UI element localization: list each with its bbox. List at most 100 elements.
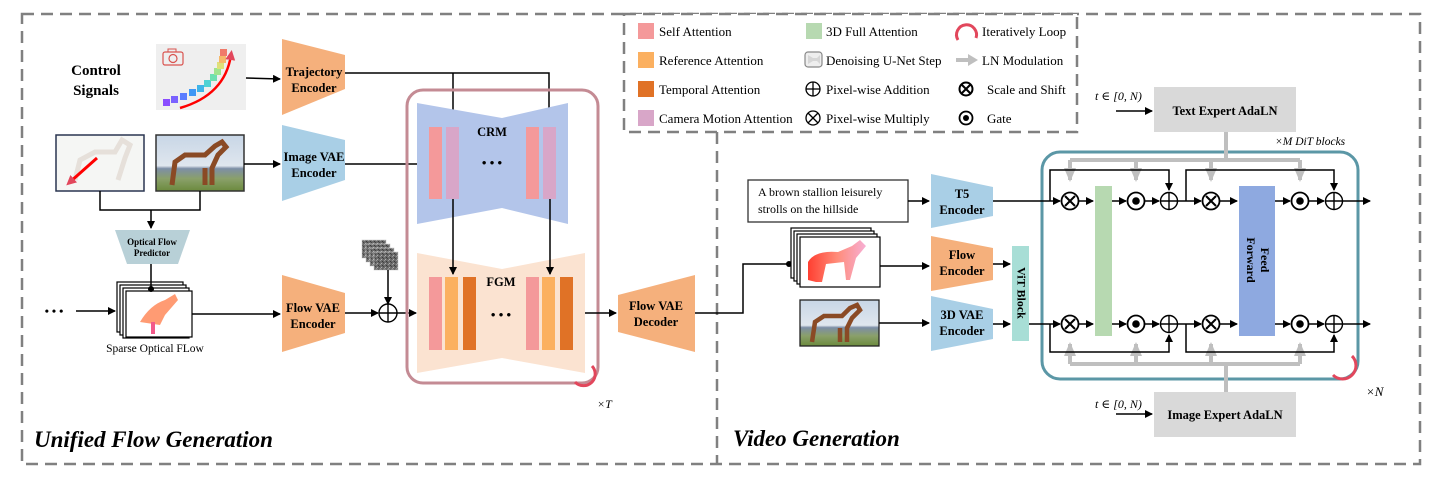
denoising-unet-frame — [405, 88, 600, 385]
text-stream — [993, 169, 1371, 205]
fgm-label: FGM — [486, 275, 515, 289]
feed-forward-label-2: Forward — [1244, 237, 1258, 283]
ln-modulation-icon — [956, 54, 978, 66]
iterative-loop-icon — [955, 23, 979, 41]
3d-vae-encoder-label: 3D VAE — [941, 308, 984, 322]
control-signals-label: Signals — [73, 83, 119, 99]
crm-camera-attn — [543, 127, 556, 199]
flow-vae-decoder-label: Flow VAE — [629, 299, 683, 313]
trajectory-encoder-label: Encoder — [291, 81, 337, 95]
feed-forward-label: FeedForward — [1244, 237, 1272, 283]
legend-swatch-self-attention — [638, 23, 654, 39]
fgm-reference-attn — [445, 277, 458, 350]
feed-forward-label-1: Feed — [1258, 248, 1272, 273]
timestep-text: t ∈ [0, N) — [1095, 89, 1142, 103]
flow-vae-decoder-label: Decoder — [634, 315, 679, 329]
flow-section-panel — [20, 12, 1422, 466]
flow-vae-encoder — [282, 275, 345, 352]
trajectory-encoder — [282, 39, 345, 115]
unet-loop-label: ×T — [597, 397, 613, 411]
fgm-self-attn — [526, 277, 539, 350]
legend-swatch-camera-motion-attention — [638, 110, 654, 126]
text-prompt-box — [747, 179, 909, 223]
gate-icon — [958, 110, 974, 126]
dit-loop-label: ×N — [1366, 384, 1385, 399]
image-vae-encoder-label: Encoder — [291, 166, 337, 180]
gate-node — [1290, 314, 1310, 334]
camera-icon — [162, 48, 184, 66]
flow-vae-decoder — [618, 275, 695, 352]
image-vae-encoder — [282, 125, 345, 201]
feed-forward — [1239, 186, 1275, 336]
scale-shift-node — [1201, 314, 1221, 334]
t5-encoder-label: T5 — [955, 187, 970, 201]
legend-label: 3D Full Attention — [826, 24, 918, 39]
text-expert-adaln — [1154, 87, 1296, 132]
add-node — [1159, 314, 1179, 334]
legend-swatch-temporal-attention — [638, 81, 654, 97]
crm-self-attn — [429, 127, 442, 199]
fgm-temporal-attn — [560, 277, 573, 350]
legend: Self Attention Reference Attention Tempo… — [622, 12, 1079, 134]
3d-vae-encoder-label: Encoder — [939, 324, 985, 338]
text-ln-modulation — [1064, 132, 1306, 182]
sparse-flow-caption: Sparse Optical FLow — [106, 343, 204, 355]
image-vae-encoder-label: Image VAE — [283, 150, 344, 164]
legend-label: Temporal Attention — [659, 82, 761, 97]
dit-block-frame — [1040, 150, 1360, 381]
flow-section-title: Unified Flow Generation — [34, 427, 273, 452]
scale-shift-icon — [958, 81, 974, 97]
fgm-dots: • • • — [491, 307, 512, 322]
vit-block — [1012, 246, 1029, 341]
flow-encoder-label: Flow — [949, 248, 975, 262]
sparse-optical-flow-stack — [116, 281, 193, 339]
legend-label: LN Modulation — [982, 53, 1064, 68]
pixel-multiply-icon — [805, 110, 821, 126]
add-node — [1324, 314, 1344, 334]
flow-vae-encoder-label: Flow VAE — [286, 301, 340, 315]
crm-self-attn — [526, 127, 539, 199]
image-ln-modulation — [1064, 342, 1306, 392]
legend-label: Camera Motion Attention — [659, 111, 793, 126]
reference-frame-image — [799, 299, 880, 347]
crm-camera-attn — [446, 127, 459, 199]
video-section-title: Video Generation — [733, 426, 900, 451]
image-expert-adaln-label: Image Expert AdaLN — [1167, 408, 1282, 422]
pixel-add-icon — [805, 81, 821, 97]
t5-encoder — [931, 174, 993, 228]
3d-vae-encoder — [931, 296, 993, 351]
dit-loop-icon — [1331, 354, 1358, 381]
pixel-add-node — [378, 303, 398, 323]
unet-step-icon — [804, 51, 823, 68]
noise-latent-stack — [361, 239, 399, 271]
gate-node — [1126, 314, 1146, 334]
image-expert-adaln — [1154, 392, 1296, 437]
scale-shift-node — [1201, 191, 1221, 211]
unet-loop-icon — [573, 364, 597, 388]
text-expert-adaln-label: Text Expert AdaLN — [1172, 104, 1277, 118]
image-stream — [1029, 320, 1371, 353]
legend-swatch-reference-attention — [638, 52, 654, 68]
trajectory-encoder-label: Trajectory — [286, 65, 343, 79]
legend-label: Gate — [987, 111, 1012, 126]
3d-full-attention — [1095, 186, 1112, 336]
legend-swatch-3d-full-attention — [806, 23, 822, 39]
legend-label: Pixel-wise Addition — [826, 82, 930, 97]
crm-dots: • • • — [482, 155, 503, 170]
add-node — [1324, 191, 1344, 211]
scale-shift-node — [1060, 314, 1080, 334]
timestep-image: t ∈ [0, N) — [1095, 397, 1142, 411]
optical-flow-predictor-label: Predictor — [134, 248, 170, 258]
legend-label: Self Attention — [659, 24, 732, 39]
ellipsis: • • • — [45, 304, 64, 318]
text-prompt: strolls on the hillside — [758, 202, 858, 216]
camera-trajectory-image — [156, 44, 246, 110]
legend-label: Scale and Shift — [987, 82, 1066, 97]
legend-label: Reference Attention — [659, 53, 764, 68]
legend-label: Iteratively Loop — [982, 24, 1066, 39]
flow-encoder — [931, 236, 993, 291]
text-prompt: A brown stallion leisurely — [758, 185, 882, 199]
fgm-self-attn — [429, 277, 442, 350]
operator-nodes — [1060, 191, 1344, 334]
